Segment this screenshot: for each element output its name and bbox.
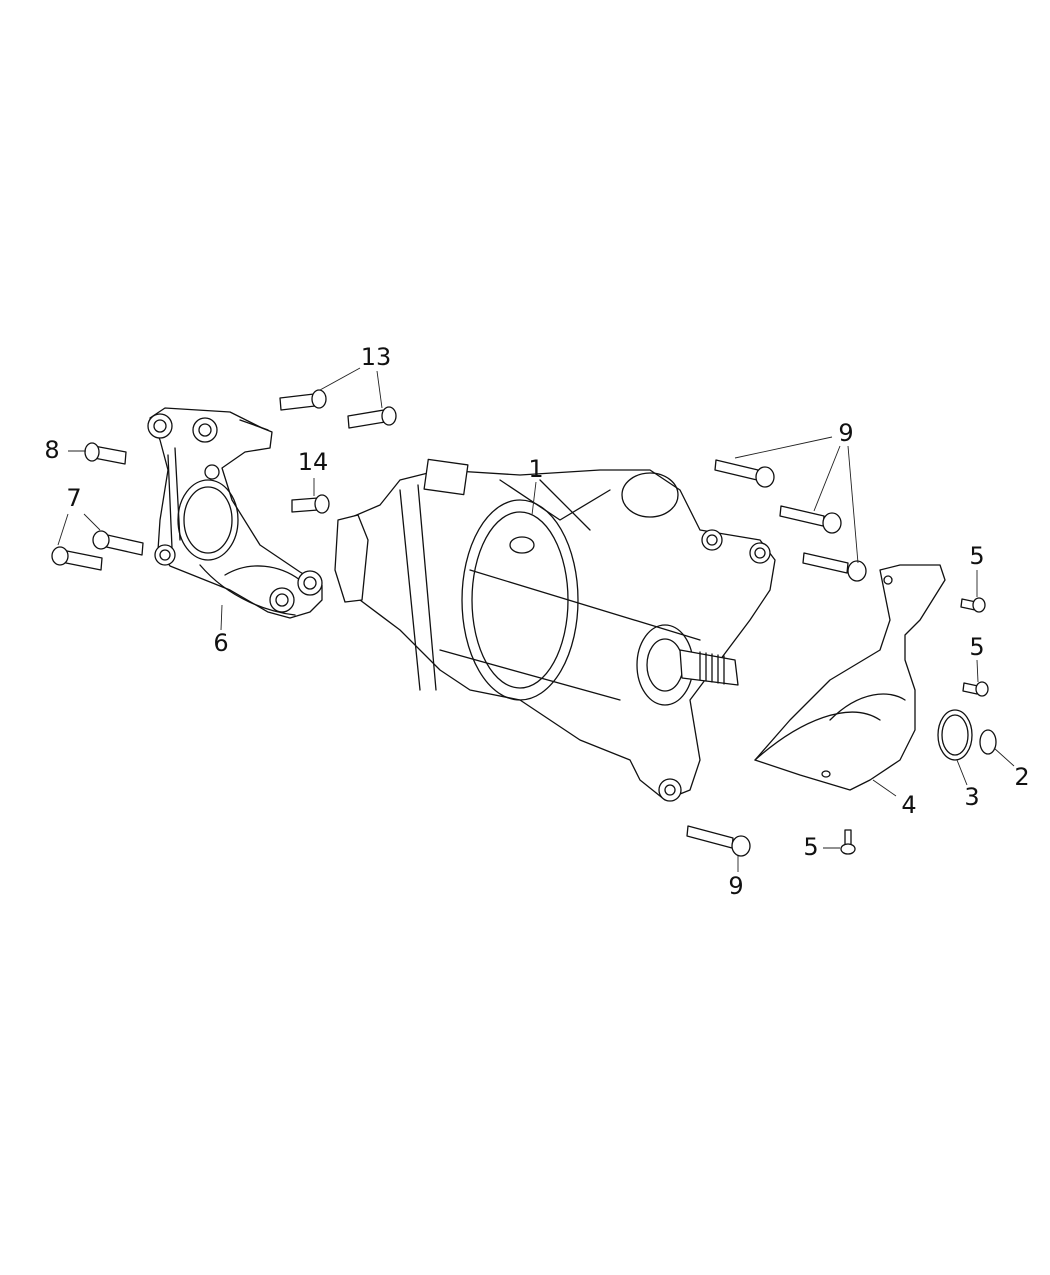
bolt-5a <box>960 597 986 613</box>
bolt-9b <box>779 505 842 534</box>
bolt-14 <box>291 494 330 514</box>
seal-ring-part <box>937 709 973 761</box>
callout-13: 13 <box>360 343 392 371</box>
callout-14: 14 <box>297 448 329 476</box>
bolt-9d <box>686 825 751 857</box>
callout-5-bottom: 5 <box>803 833 819 861</box>
cap-plug-part <box>979 729 997 755</box>
callout-9-top: 9 <box>838 419 854 447</box>
callout-9-bottom: 9 <box>728 872 744 900</box>
callout-6: 6 <box>213 629 229 657</box>
bolt-13b <box>347 406 397 429</box>
callout-7: 7 <box>66 484 82 512</box>
leader-lines <box>57 367 1015 872</box>
callout-5-middle: 5 <box>969 633 985 661</box>
callout-8: 8 <box>44 436 60 464</box>
callout-3: 3 <box>964 783 980 811</box>
mounting-bracket-part <box>147 407 323 619</box>
heat-shield-part <box>754 564 946 791</box>
axle-housing-part <box>334 458 776 802</box>
callout-5-top: 5 <box>969 542 985 570</box>
bolt-13a <box>279 389 327 411</box>
bolt-5b <box>962 681 989 697</box>
bolt-9a <box>714 459 775 488</box>
callout-2: 2 <box>1014 763 1030 791</box>
bolt-8 <box>84 442 127 465</box>
callout-1: 1 <box>528 455 544 483</box>
callout-4: 4 <box>901 791 917 819</box>
bolt-7a <box>51 546 103 571</box>
bolt-5c <box>840 829 856 855</box>
bolt-7b <box>92 530 144 556</box>
bolt-9c <box>802 552 867 582</box>
